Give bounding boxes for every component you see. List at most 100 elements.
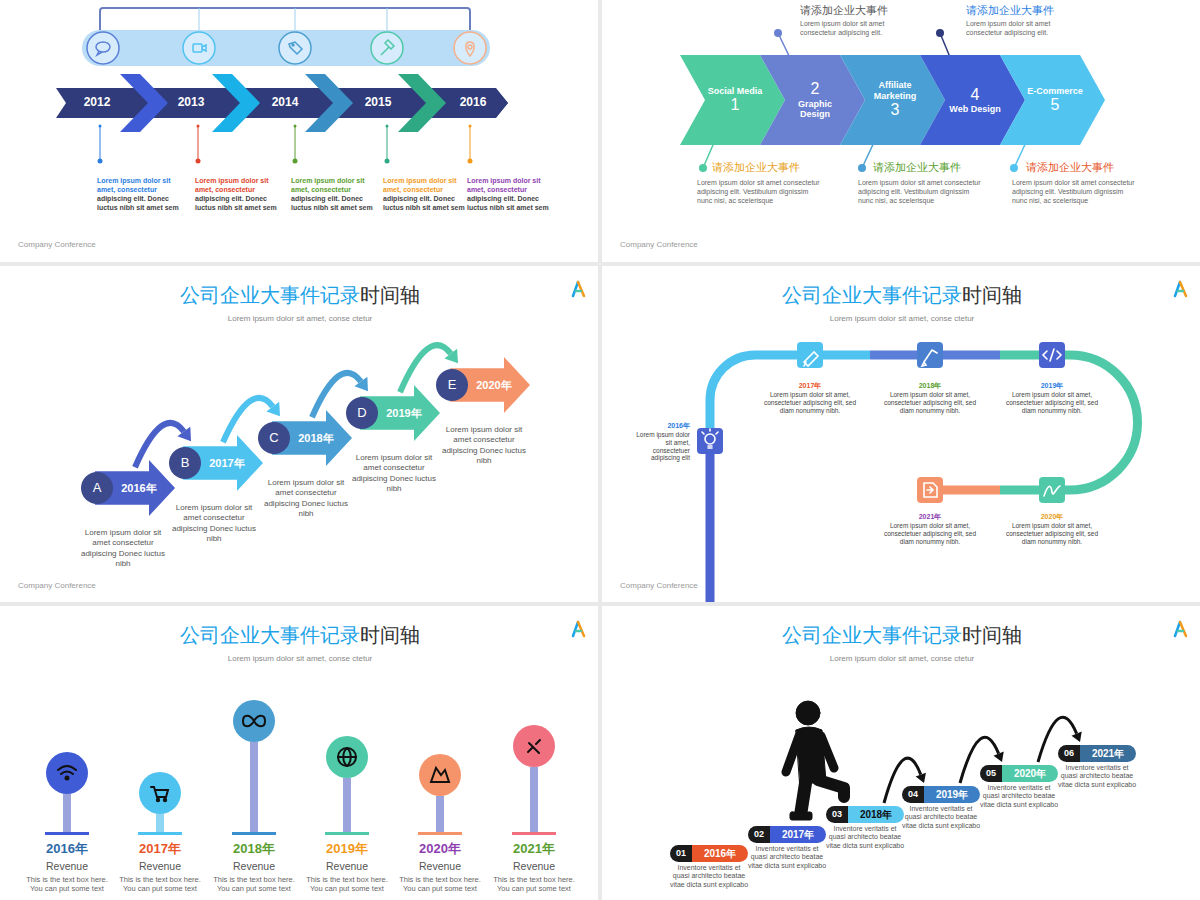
leader-line (293, 159, 298, 164)
bracket-line (100, 8, 470, 30)
leader-line (469, 125, 472, 128)
icon-circle (454, 32, 486, 64)
label-text: This is the text box here. You can put s… (300, 875, 394, 894)
step-arrow-connector (266, 402, 280, 416)
label-text: 2019年 (1002, 381, 1102, 390)
node-text: 2020年 (476, 379, 511, 392)
logo-mark (1178, 290, 1183, 293)
icon-glyph (468, 45, 472, 49)
leader-line (295, 126, 296, 160)
label-text: Lorem ipsum dolor sit amet, conse ctetur (752, 654, 1052, 664)
label-text: adipiscing elit. Donec luctus nibh sit a… (97, 194, 183, 212)
node-text: 2015 (365, 96, 392, 110)
slide-title: 公司企业大事件记录时间轴 (0, 623, 600, 647)
step-pill: 032018年 (826, 806, 904, 823)
year-chevron: 2013 (158, 88, 224, 118)
year-arrow: 2020年 E (450, 357, 530, 413)
label-text: 2018年 (209, 841, 299, 858)
icon-glyph (97, 51, 102, 55)
label-text: Inventore veritatis et quasi architecto … (979, 784, 1059, 809)
pin-stem (63, 742, 538, 833)
label-text: Revenue (395, 860, 485, 874)
label-text: 2016年 (22, 841, 112, 858)
pin-head (326, 736, 368, 778)
title-text: 时间轴 (962, 624, 1022, 646)
logo-mark (1175, 622, 1180, 636)
label-text: Inventore veritatis et quasi architecto … (1057, 764, 1137, 789)
title-text: 时间轴 (360, 284, 420, 306)
pin-head (513, 725, 555, 767)
icon-glyph (58, 716, 540, 801)
label-text: Lorem ipsum dolor sit amet, consectetur (467, 176, 553, 194)
label-text: adipiscing elit. Donec luctus nibh sit a… (467, 194, 553, 212)
leader-line (936, 29, 944, 37)
pin-stem (250, 742, 258, 833)
label-text: Lorem ipsum dolor sit amet, consectetur (383, 176, 469, 194)
label-text: 2017年 (760, 381, 860, 390)
icon-square (917, 342, 943, 368)
step-pill: 022017年 (748, 826, 826, 843)
icon-circle (87, 32, 486, 64)
icon-square (1039, 342, 1065, 368)
icon-glyph (66, 777, 69, 780)
bracket-line (100, 8, 470, 32)
icon-glyph (58, 766, 76, 774)
pin-head (233, 700, 275, 742)
label-text: 2016年 (630, 421, 690, 430)
slide-panel (0, 266, 598, 602)
label-text: Company Conference (620, 581, 700, 591)
leader-line (386, 125, 389, 128)
leader-line (196, 159, 201, 164)
node-text: 2019年 (386, 407, 421, 420)
icon-square (697, 342, 1065, 503)
node-text: 05 (980, 765, 1002, 782)
bracket-line (295, 8, 296, 32)
label-text: 请添加企业大事件 (966, 4, 1106, 18)
year-arrow: 2016年A (95, 460, 175, 516)
label-text: Inventore veritatis et quasi architecto … (825, 825, 905, 850)
pin-stem (63, 794, 71, 833)
node-text: C (269, 431, 278, 446)
icon-glyph (924, 483, 937, 497)
icon-glyph (528, 740, 540, 753)
node-text: 2018年 (298, 432, 333, 445)
icon-square (697, 428, 723, 454)
step-arrow-connector (1038, 717, 1082, 762)
icon-circle (183, 32, 215, 64)
label-text: This is the text box here. You can put s… (207, 875, 301, 894)
label-text: Inventore veritatis et quasi architecto … (747, 845, 827, 870)
step-arrow-connector (960, 737, 1004, 783)
logo-mark (576, 290, 581, 293)
node-text: Web Design (949, 104, 1000, 114)
year-chevron: 2014 (252, 88, 318, 118)
label-text: Revenue (302, 860, 392, 874)
year-arrow: 2019年D (360, 385, 440, 441)
icon-glyph (1043, 349, 1061, 361)
node-text: E (448, 378, 457, 393)
icon-glyph (202, 45, 206, 51)
node-text: 02 (748, 826, 770, 843)
pin-base (138, 832, 182, 835)
label-text: Lorem ipsum dolor sit amet consectetur a… (966, 19, 1086, 37)
node-text: Social Media (708, 86, 763, 96)
label-text: This is the text box here. You can put s… (487, 875, 581, 894)
letter-circle: A (81, 472, 113, 504)
node-text: 03 (826, 806, 848, 823)
year-arrow: 2018年 C (272, 410, 352, 466)
timeline-path (706, 440, 715, 602)
logo-mark (573, 282, 578, 296)
label-text: Lorem ipsum dolor sit amet, consectetuer… (1000, 522, 1104, 545)
pin-base (325, 832, 369, 835)
node-text: 2020年 (1002, 765, 1058, 782)
pin-base (45, 832, 89, 835)
icon-glyph (292, 44, 294, 46)
label-text: Lorem ipsum dolor sit amet, consectetuer… (758, 391, 862, 414)
title-highlight: 公司企业大事件记录 (180, 284, 360, 306)
label-text: Lorem ipsum dolor sit amet, conse ctetur (752, 314, 1052, 324)
icon-glyph (381, 40, 394, 55)
leader-line (470, 126, 471, 160)
leader-line (699, 164, 707, 172)
icon-square (1039, 477, 1065, 503)
person-figure (796, 701, 820, 725)
